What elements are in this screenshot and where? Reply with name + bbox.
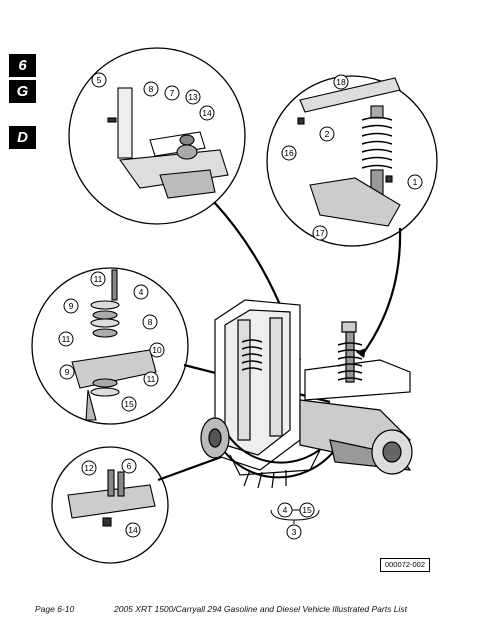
callout-label: 14 <box>202 108 212 118</box>
callouts-mid-left: 11 4 9 8 11 10 9 11 15 <box>58 271 165 412</box>
lower-bolt-detail <box>67 469 156 527</box>
callouts-bottom-left: 12 6 14 <box>81 458 141 538</box>
callout-label: 11 <box>94 274 103 284</box>
callout-label: 1 <box>413 177 418 187</box>
callout-label: 12 <box>84 463 94 473</box>
callout-label: 2 <box>325 129 330 139</box>
callout-label: 7 <box>170 88 175 98</box>
callout-label: 14 <box>128 525 138 535</box>
callout-label: 18 <box>336 77 346 87</box>
callout-label: 15 <box>302 505 312 515</box>
section-tab-number: 6 <box>9 54 36 77</box>
detail-circle-bushing-stack <box>31 267 189 425</box>
callout-label: 10 <box>152 345 162 355</box>
upper-mount-detail <box>107 87 229 199</box>
callout-label: 4 <box>139 287 144 297</box>
figure-id: 000072-002 <box>380 558 430 572</box>
callout-label: 9 <box>69 301 74 311</box>
section-tab-letter-g: G <box>9 80 36 103</box>
rear-suspension-assembly <box>200 299 413 489</box>
callout-label: 11 <box>147 374 156 384</box>
callouts-kit: 4 15 3 <box>277 502 315 540</box>
document-title: 2005 XRT 1500/Carryall 294 Gasoline and … <box>114 604 407 614</box>
callout-label: 13 <box>188 92 198 102</box>
callout-label: 11 <box>62 334 71 344</box>
bushing-stack-detail <box>71 269 157 421</box>
callout-label: 4 <box>283 505 288 515</box>
callouts-top-right: 18 2 16 1 17 <box>281 74 423 241</box>
callout-label: 9 <box>65 367 70 377</box>
callout-label: 8 <box>149 84 154 94</box>
callout-label: 15 <box>124 399 134 409</box>
callout-label: 5 <box>97 75 102 85</box>
section-tab-letter-d: D <box>9 126 36 149</box>
callout-label: 3 <box>292 527 297 537</box>
callout-label: 17 <box>315 228 325 238</box>
shock-absorber-detail <box>297 77 401 227</box>
callout-label: 16 <box>284 148 294 158</box>
leader-arrowhead <box>356 348 366 358</box>
callouts-top-left: 5 8 7 13 14 <box>91 72 215 121</box>
leader-line <box>361 227 402 356</box>
callout-label: 8 <box>148 317 153 327</box>
page-number: Page 6-10 <box>35 604 75 614</box>
callout-label: 6 <box>127 461 132 471</box>
